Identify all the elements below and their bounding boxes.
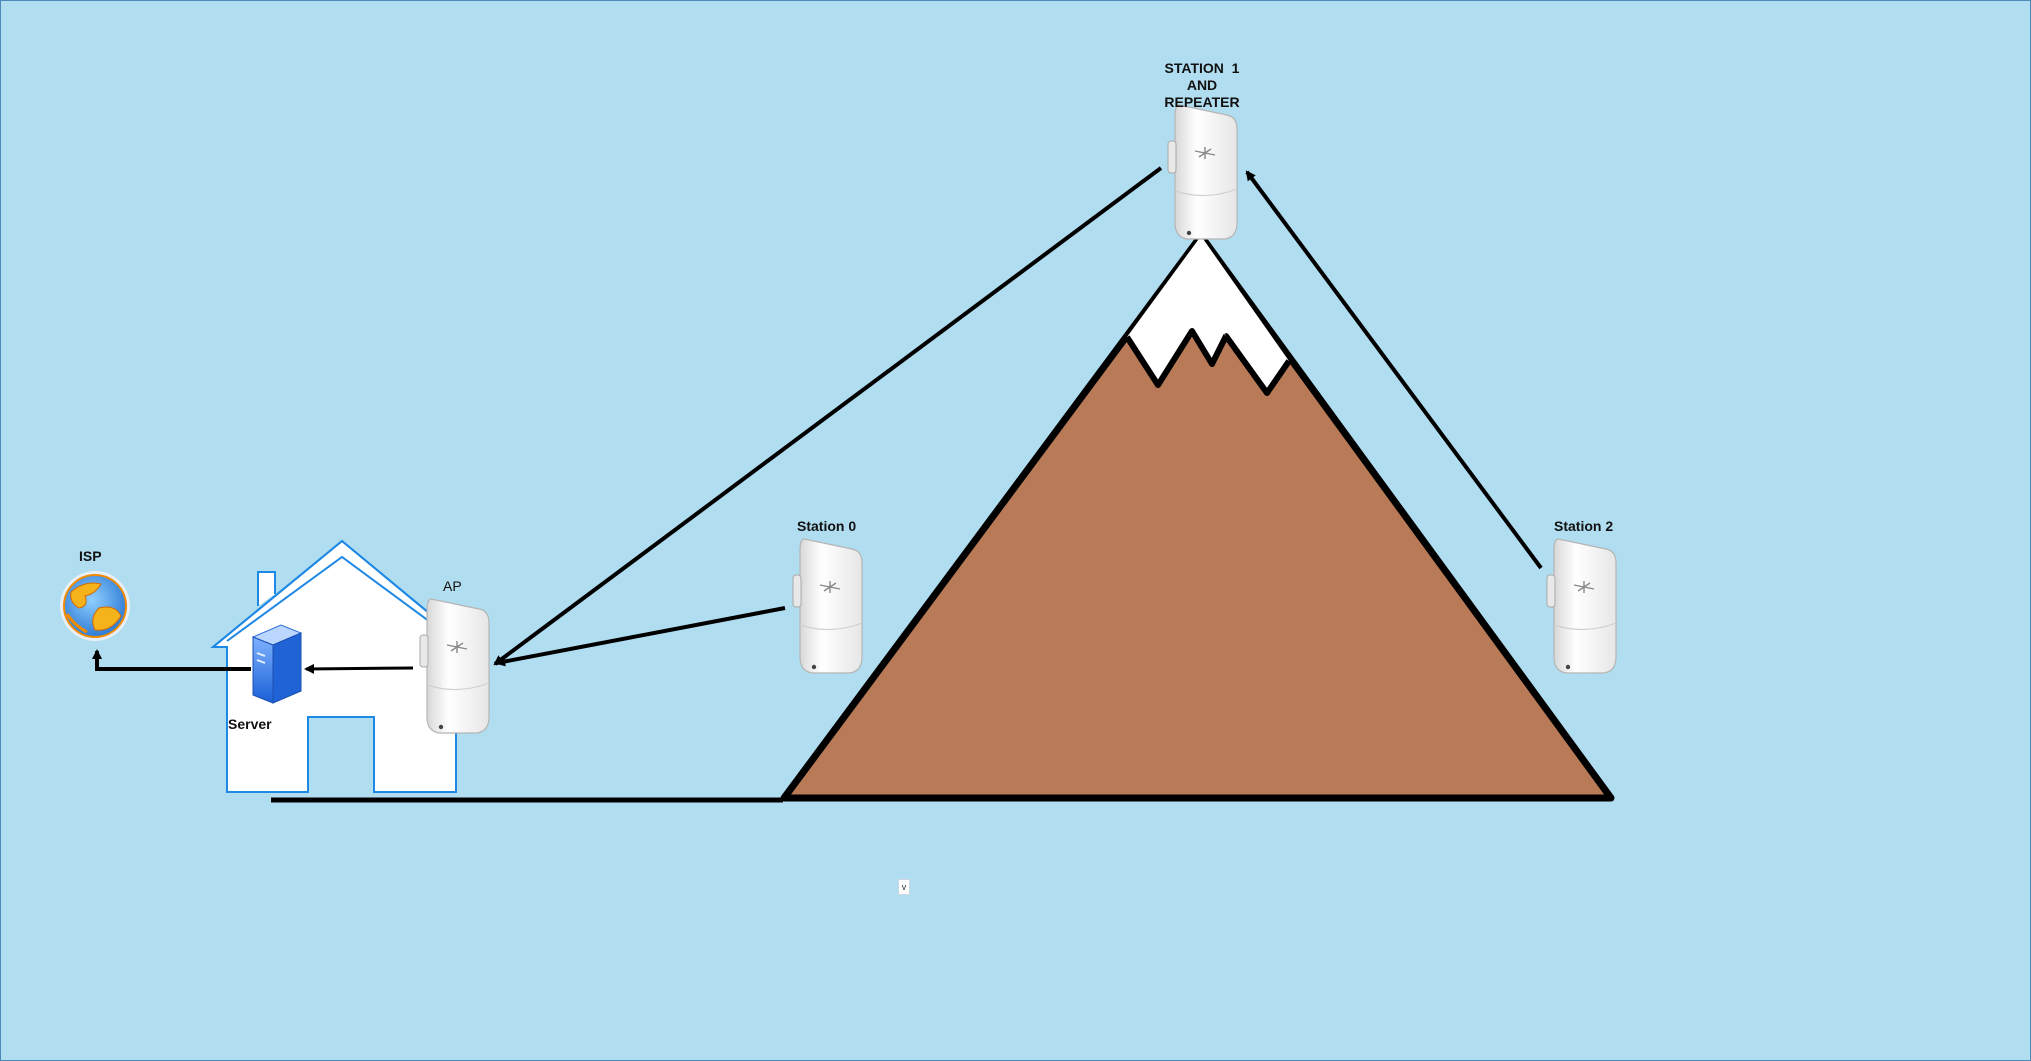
server-icon <box>251 624 303 704</box>
station1-label-line2: AND <box>1186 77 1218 93</box>
station1-antenna-icon <box>1167 104 1238 240</box>
edge-station0-ap <box>495 606 786 667</box>
edge-ap-server <box>304 663 414 674</box>
connections <box>92 166 1543 674</box>
globe-icon <box>60 571 130 641</box>
isp-label: ISP <box>79 548 102 564</box>
station1-label-line3: REPEATER <box>1164 94 1240 110</box>
station1-label-line1: STATION 1 <box>1164 60 1240 76</box>
server-label: Server <box>228 716 272 732</box>
ap-antenna-icon <box>419 598 490 734</box>
mountain <box>780 232 1615 802</box>
cursor-marker: v <box>898 879 910 895</box>
station2-label: Station 2 <box>1554 518 1614 534</box>
station2-antenna-icon <box>1546 538 1617 674</box>
edge-station2-station1 <box>1245 170 1543 570</box>
edge-server-isp <box>92 649 251 671</box>
station0-antenna-icon <box>792 538 863 674</box>
edge-station1-ap <box>493 166 1163 666</box>
ap-label: AP <box>443 578 462 594</box>
station1-label: STATION 1 AND REPEATER <box>1162 60 1242 111</box>
station0-label: Station 0 <box>797 518 857 534</box>
